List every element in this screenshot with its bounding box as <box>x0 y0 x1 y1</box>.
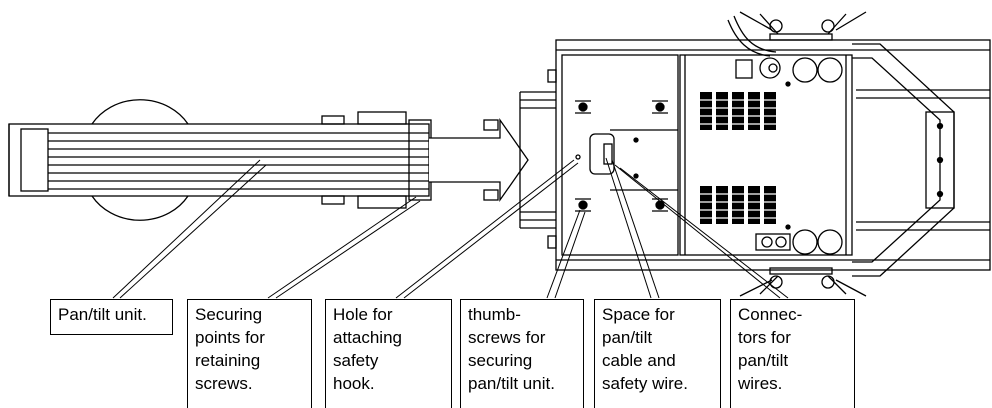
callout-securing-points: Securing points for retaining screws. <box>187 299 312 408</box>
yoke <box>852 43 990 277</box>
callout-thumbscrews: thumb- screws for securing pan/tilt unit… <box>460 299 584 408</box>
clamp-handles <box>739 11 867 297</box>
vent-grilles <box>700 92 776 224</box>
callout-cable-space: Space for pan/tilt cable and safety wire… <box>594 299 721 408</box>
callout-pan-tilt-unit: Pan/tilt unit. <box>50 299 173 335</box>
fixture-body <box>519 15 991 271</box>
leader-lines <box>112 157 789 299</box>
callout-connectors: Connec- tors for pan/tilt wires. <box>730 299 855 408</box>
pan-tilt-arm <box>8 99 529 221</box>
callout-safety-hook-hole: Hole for attaching safety hook. <box>325 299 452 408</box>
